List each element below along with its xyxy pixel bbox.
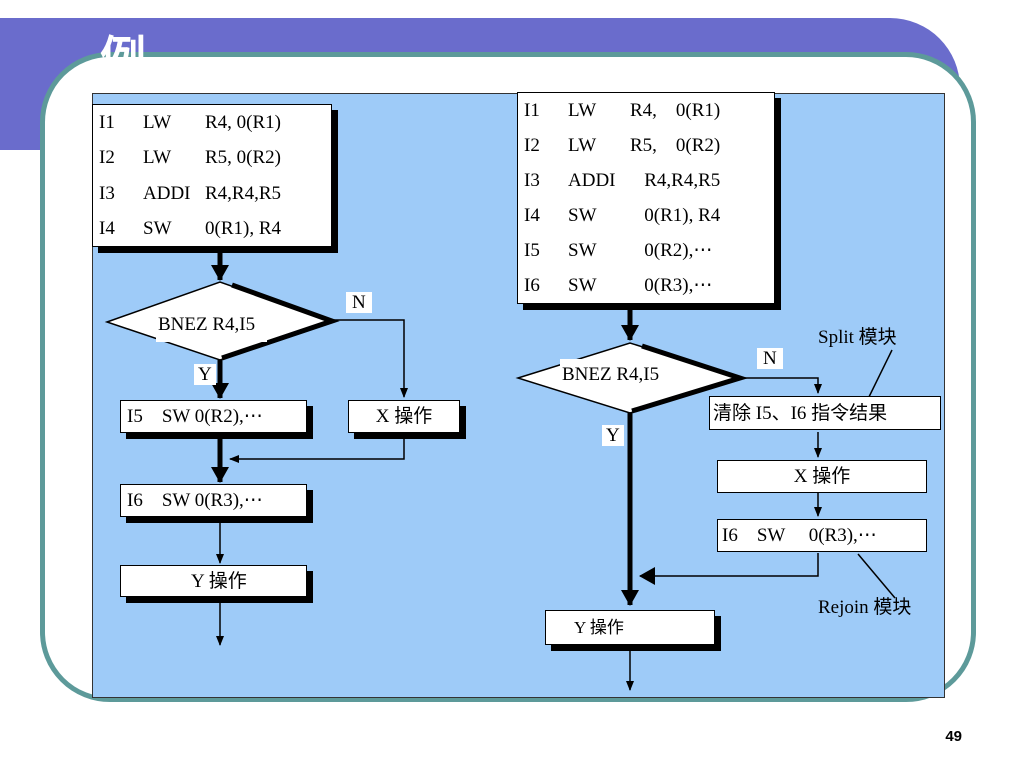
left-i6-box: I6 SW 0(R3),⋯ [120, 484, 307, 517]
rejoin-module-label: Rejoin 模块 [818, 597, 912, 618]
left-flow-arrows [211, 250, 408, 646]
right-y-label: Y [602, 425, 624, 446]
right-flow-arrows [621, 305, 896, 691]
left-y-label: Y [194, 364, 216, 385]
left-i5-box: I5 SW 0(R2),⋯ [120, 400, 307, 433]
right-y-op-box: Y 操作 [545, 610, 715, 645]
right-i6-box: I6 SW 0(R3),⋯ [717, 519, 927, 552]
slide-title: 例 [100, 31, 146, 85]
left-x-op-box: X 操作 [348, 400, 460, 433]
page-number: 49 [945, 728, 962, 745]
right-clear-box: 清除 I5、I6 指令结果 [709, 396, 941, 430]
left-y-op-box: Y 操作 [120, 565, 307, 597]
right-x-op-box: X 操作 [717, 460, 927, 493]
left-n-label: N [346, 292, 372, 313]
left-branch-label: BNEZ R4,I5 [156, 313, 268, 342]
split-module-label: Split 模块 [818, 327, 897, 348]
right-n-label: N [757, 348, 783, 369]
right-branch-label: BNEZ R4,I5 [560, 359, 672, 390]
